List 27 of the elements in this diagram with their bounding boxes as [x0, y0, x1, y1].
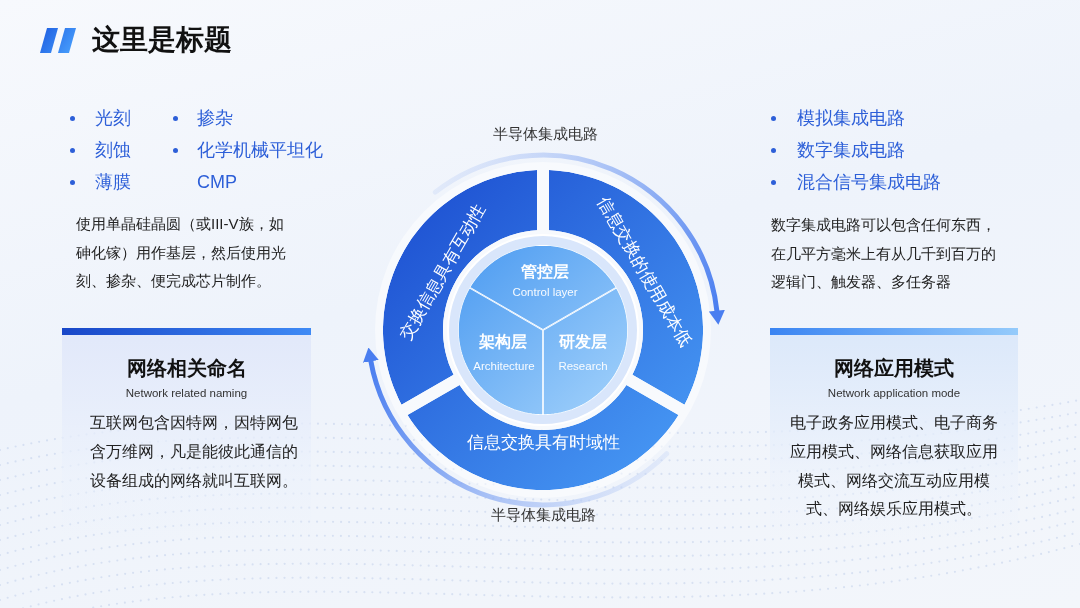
cycle-label: 半导体集成电路: [492, 124, 598, 144]
list-item-text: 数字集成电路: [797, 139, 905, 162]
sector-title: 架构层: [479, 332, 527, 352]
list-item-text: 化学机械平坦化 CMP: [197, 139, 324, 194]
card-heading: 网络应用模式: [834, 356, 954, 381]
segment-label: 信息交换具有时域性: [466, 433, 620, 453]
list-item-text: 混合信号集成电路: [797, 171, 941, 194]
card-body-text: 电子政务应用模式、电子商务应用模式、网络信息获取应用模式、网络交流互动应用模式、网络娱乐应用模式。: [789, 413, 999, 520]
sector-title: 研发层: [559, 332, 607, 352]
sector-title: 管控层: [521, 262, 569, 282]
sector-subtitle: Architecture: [473, 359, 535, 373]
description-text: 使用单晶硅晶圆（或III-V族，如砷化镓）用作基层，然后使用光刻、掺杂、便完成芯片制作。: [76, 214, 287, 291]
card-subtitle: Network application mode: [827, 386, 961, 401]
card-body-text: 互联网包含因特网，因特网包含万维网，凡是能彼此通信的设备组成的网络就叫互联网。: [90, 413, 298, 491]
card-subtitle: Network related naming: [125, 386, 248, 401]
ring-segment: [407, 385, 679, 490]
sector-subtitle: Control layer: [512, 285, 578, 299]
list-item-text: 掺杂: [197, 107, 233, 130]
list-item-text: 模拟集成电路: [797, 107, 905, 130]
card-heading: 网络相关命名: [126, 356, 247, 381]
cycle-label: 半导体集成电路: [490, 505, 596, 525]
list-item-text: 刻蚀: [95, 139, 131, 162]
slide-title: 这里是标题: [92, 23, 232, 57]
list-item-text: 薄膜: [95, 171, 131, 194]
description-text: 数字集成电路可以包含任何东西，在几平方毫米上有从几千到百万的逻辑门、触发器、多任务器: [771, 215, 997, 292]
list-item-text: 光刻: [95, 107, 131, 130]
sector-subtitle: Research: [558, 359, 608, 373]
